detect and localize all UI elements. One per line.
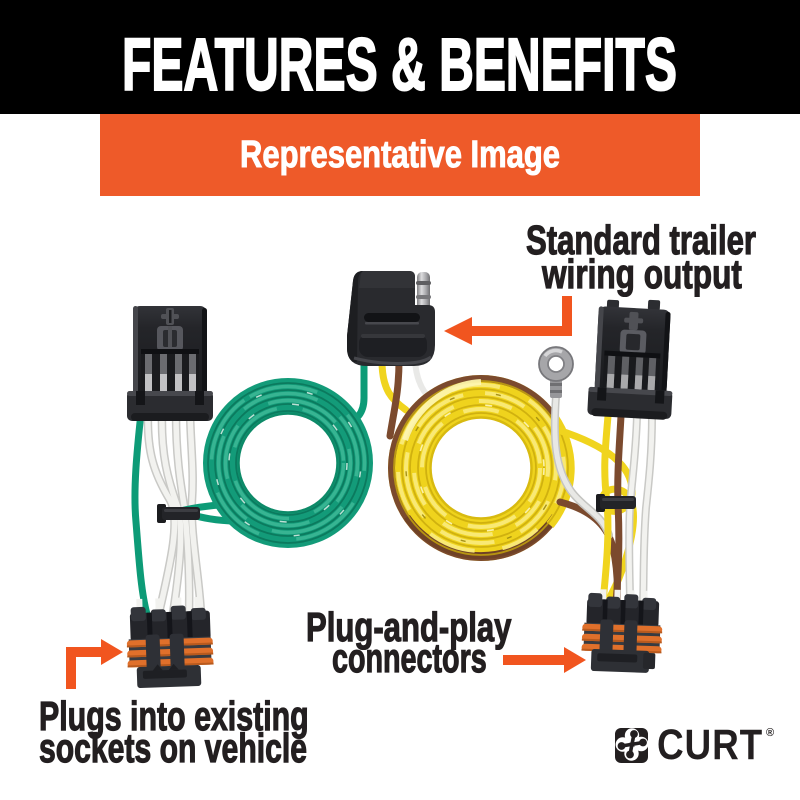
svg-text:®: ®: [766, 727, 774, 739]
svg-text:CURT: CURT: [657, 722, 763, 769]
